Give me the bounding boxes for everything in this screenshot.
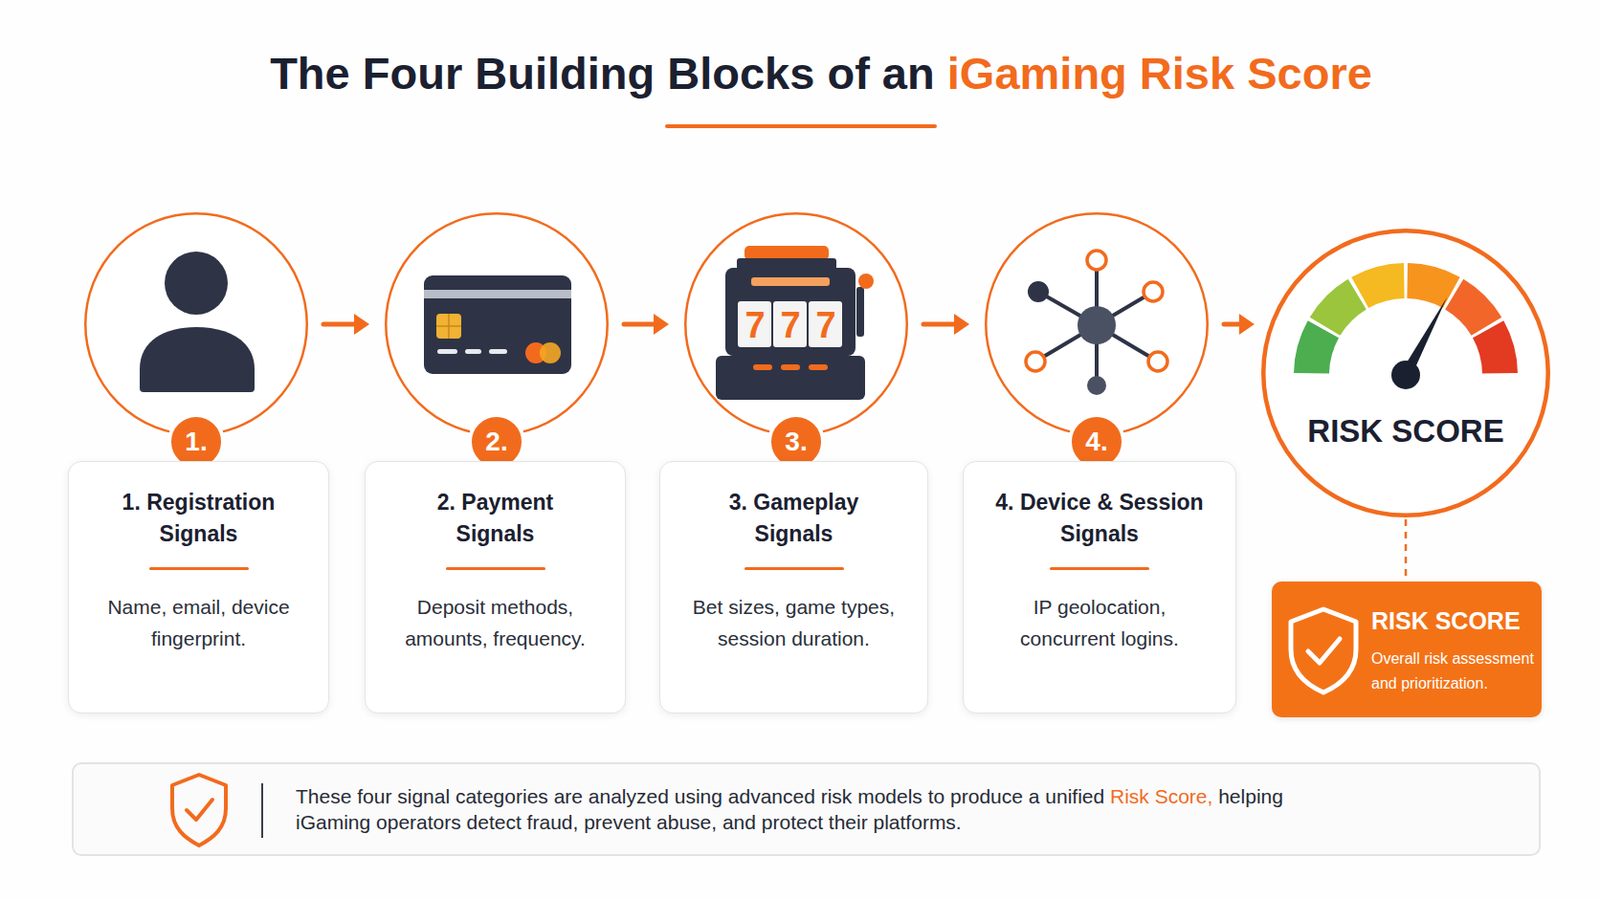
circle-outline xyxy=(84,212,309,437)
card-description: Deposit methods, amounts, frequency. xyxy=(392,591,599,655)
circle-outline xyxy=(1261,228,1551,518)
circle-outline xyxy=(384,212,609,437)
card-description: Bet sizes, game types, session duration. xyxy=(679,591,910,655)
card-underline xyxy=(445,567,546,571)
connector-arrow xyxy=(1405,519,1407,580)
signal-card: 2. Payment SignalsDeposit methods, amoun… xyxy=(364,461,626,714)
diagram-title: The Four Building Blocks of an iGaming R… xyxy=(0,44,1600,104)
connector-line xyxy=(623,322,655,328)
band-text-group: These four signal categories are analyze… xyxy=(295,783,1320,836)
circle-outline xyxy=(385,213,608,436)
connector-line xyxy=(1223,322,1241,328)
reel-symbol: 7 xyxy=(815,307,836,344)
arrow-head xyxy=(1239,313,1255,335)
box-description: Overall risk assessment and prioritizati… xyxy=(1371,646,1542,697)
signal-card: 4. Device & Session Signals IP geolocatio… xyxy=(962,461,1237,714)
title-underline xyxy=(665,124,937,129)
circle-outline xyxy=(1263,230,1549,516)
card-underline xyxy=(149,567,249,571)
card-underline xyxy=(1049,567,1150,571)
band-text: These four signal categories are analyze… xyxy=(295,783,1320,836)
connector-line xyxy=(923,322,956,328)
card-heading: 4. Device & Session Signals xyxy=(979,487,1220,551)
card-heading: 2. Payment Signals xyxy=(414,487,578,551)
arrow-head xyxy=(954,313,970,335)
card-description: IP geolocation, concurrent logins. xyxy=(997,591,1203,655)
connector-line xyxy=(323,322,356,328)
circle-outline xyxy=(985,213,1208,436)
step-circle: 1. xyxy=(84,212,309,437)
card-heading: 1. Registration Signals xyxy=(93,487,305,551)
connector-line xyxy=(1404,519,1408,580)
circle-outline xyxy=(984,212,1209,437)
card-heading: 3. Gameplay Signals xyxy=(708,487,881,551)
circle-outline xyxy=(85,213,308,436)
circle-outline xyxy=(685,213,908,436)
connector-arrow xyxy=(623,313,669,335)
reel-symbol: 7 xyxy=(744,307,765,344)
score-label: RISK SCORE xyxy=(1261,412,1551,451)
score-box: RISK SCORE Overall risk assessment and pr… xyxy=(1271,581,1542,718)
step-circle: 4. xyxy=(984,212,1209,437)
arrow-head xyxy=(354,313,370,335)
card-description: Name, email, device fingerprint. xyxy=(95,591,302,655)
summary-band: These four signal categories are analyze… xyxy=(71,762,1541,857)
score-circle: RISK SCORE xyxy=(1261,228,1551,518)
connector-arrow xyxy=(1223,313,1255,335)
card-underline xyxy=(744,567,845,571)
signal-card: 1. Registration SignalsName, email, devi… xyxy=(67,461,330,714)
reel-symbol: 7 xyxy=(779,307,800,344)
box-heading: RISK SCORE xyxy=(1371,606,1542,636)
signal-card: 3. Gameplay SignalsBet sizes, game types… xyxy=(659,461,929,714)
connector-arrow xyxy=(923,313,970,335)
arrow-head xyxy=(653,313,669,335)
connector-arrow xyxy=(323,313,370,335)
step-circle: 2. xyxy=(384,212,609,437)
